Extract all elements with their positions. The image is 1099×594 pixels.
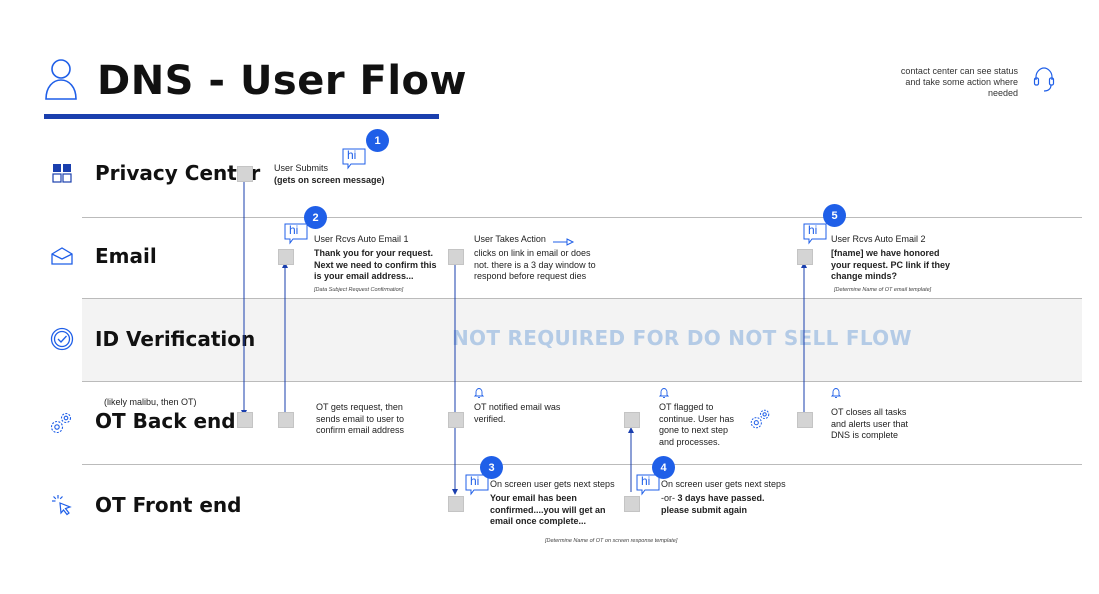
ot-closes: OT closes all tasks and alerts user that… — [831, 407, 909, 440]
hi-text: hi — [347, 148, 357, 162]
ot-get-request: OT gets request, then sends email to use… — [316, 402, 405, 435]
contact-note: contact center can see status and take s… — [900, 66, 1018, 98]
step4-title: On screen user gets next steps — [661, 479, 786, 489]
lane-privacy-center: Privacy Center — [95, 161, 261, 185]
step3-title: On screen user gets next steps — [490, 479, 615, 489]
flow-node — [448, 412, 464, 428]
flow-node — [448, 496, 464, 512]
step5-note: [Determine Name of OT email template] — [834, 287, 932, 293]
hi-bubble-icon: hi — [636, 474, 660, 503]
flow-node — [624, 496, 640, 512]
flow-node — [278, 249, 294, 265]
step-badge-3: 3 — [480, 456, 503, 479]
gear-icon — [48, 410, 74, 441]
flow-node — [448, 249, 464, 265]
step2-body: Thank you for your request. Next we need… — [314, 248, 437, 281]
user-icon — [44, 57, 78, 106]
step2-note: [Data Subject Request Confirmation] — [314, 287, 404, 293]
hi-bubble-icon: hi — [465, 474, 489, 503]
watermark-text: NOT REQUIRED FOR DO NOT SELL FLOW — [452, 326, 912, 350]
lane-ot-frontend: OT Front end — [95, 493, 242, 517]
arrow-icon — [552, 234, 576, 252]
flow-node — [624, 412, 640, 428]
flow-node — [797, 249, 813, 265]
step-badge-5: 5 — [823, 204, 846, 227]
step-badge-2: 2 — [304, 206, 327, 229]
step3-body: Your email has been confirmed....you wil… — [490, 493, 606, 526]
step1-label: User Submits — [274, 163, 329, 173]
hi-bubble-icon: hi — [803, 223, 827, 252]
step2-title: User Rcvs Auto Email 1 — [314, 234, 409, 244]
step5-title: User Rcvs Auto Email 2 — [831, 234, 926, 244]
action-body: clicks on link in email or does not. the… — [474, 248, 596, 281]
step-badge-4: 4 — [652, 456, 675, 479]
bell-icon — [473, 386, 485, 404]
flow-node — [237, 412, 253, 428]
hi-bubble-icon: hi — [342, 148, 366, 177]
step4-body: -or- 3 days have passed. please submit a… — [661, 493, 765, 515]
lane-separator — [82, 217, 1082, 218]
headset-icon — [1033, 66, 1055, 99]
ot-backend-note: (likely malibu, then OT) — [104, 397, 197, 407]
id-verification-band — [82, 298, 1082, 381]
bell-icon — [658, 386, 670, 404]
flow-node — [237, 166, 253, 182]
page-title: DNS - User Flow — [97, 58, 467, 104]
click-icon — [51, 494, 73, 521]
lane-ot-backend: OT Back end — [95, 409, 236, 433]
grid-icon — [52, 163, 72, 188]
hi-bubble-icon: hi — [284, 223, 308, 252]
frontend-note: [Determine Name of OT on screen response… — [545, 538, 678, 544]
gear-icon — [748, 407, 772, 436]
ot-notified: OT notified email was verified. — [474, 402, 561, 424]
ot-flagged: OT flagged to continue. User has gone to… — [659, 402, 735, 447]
step1-detail: (gets on screen message) — [274, 175, 385, 185]
envelope-icon — [51, 247, 73, 270]
step-badge-1: 1 — [366, 129, 389, 152]
check-badge-icon — [50, 327, 74, 356]
action-title: User Takes Action — [474, 234, 546, 244]
lane-separator — [82, 298, 1082, 299]
lane-separator — [82, 464, 1082, 465]
title-underline — [44, 114, 439, 119]
flow-node — [797, 412, 813, 428]
flow-node — [278, 412, 294, 428]
lane-email: Email — [95, 244, 157, 268]
lane-id-verification: ID Verification — [95, 327, 256, 351]
lane-separator — [82, 381, 1082, 382]
bell-icon — [830, 386, 842, 404]
step5-body: [fname] we have honored your request. PC… — [831, 248, 951, 281]
